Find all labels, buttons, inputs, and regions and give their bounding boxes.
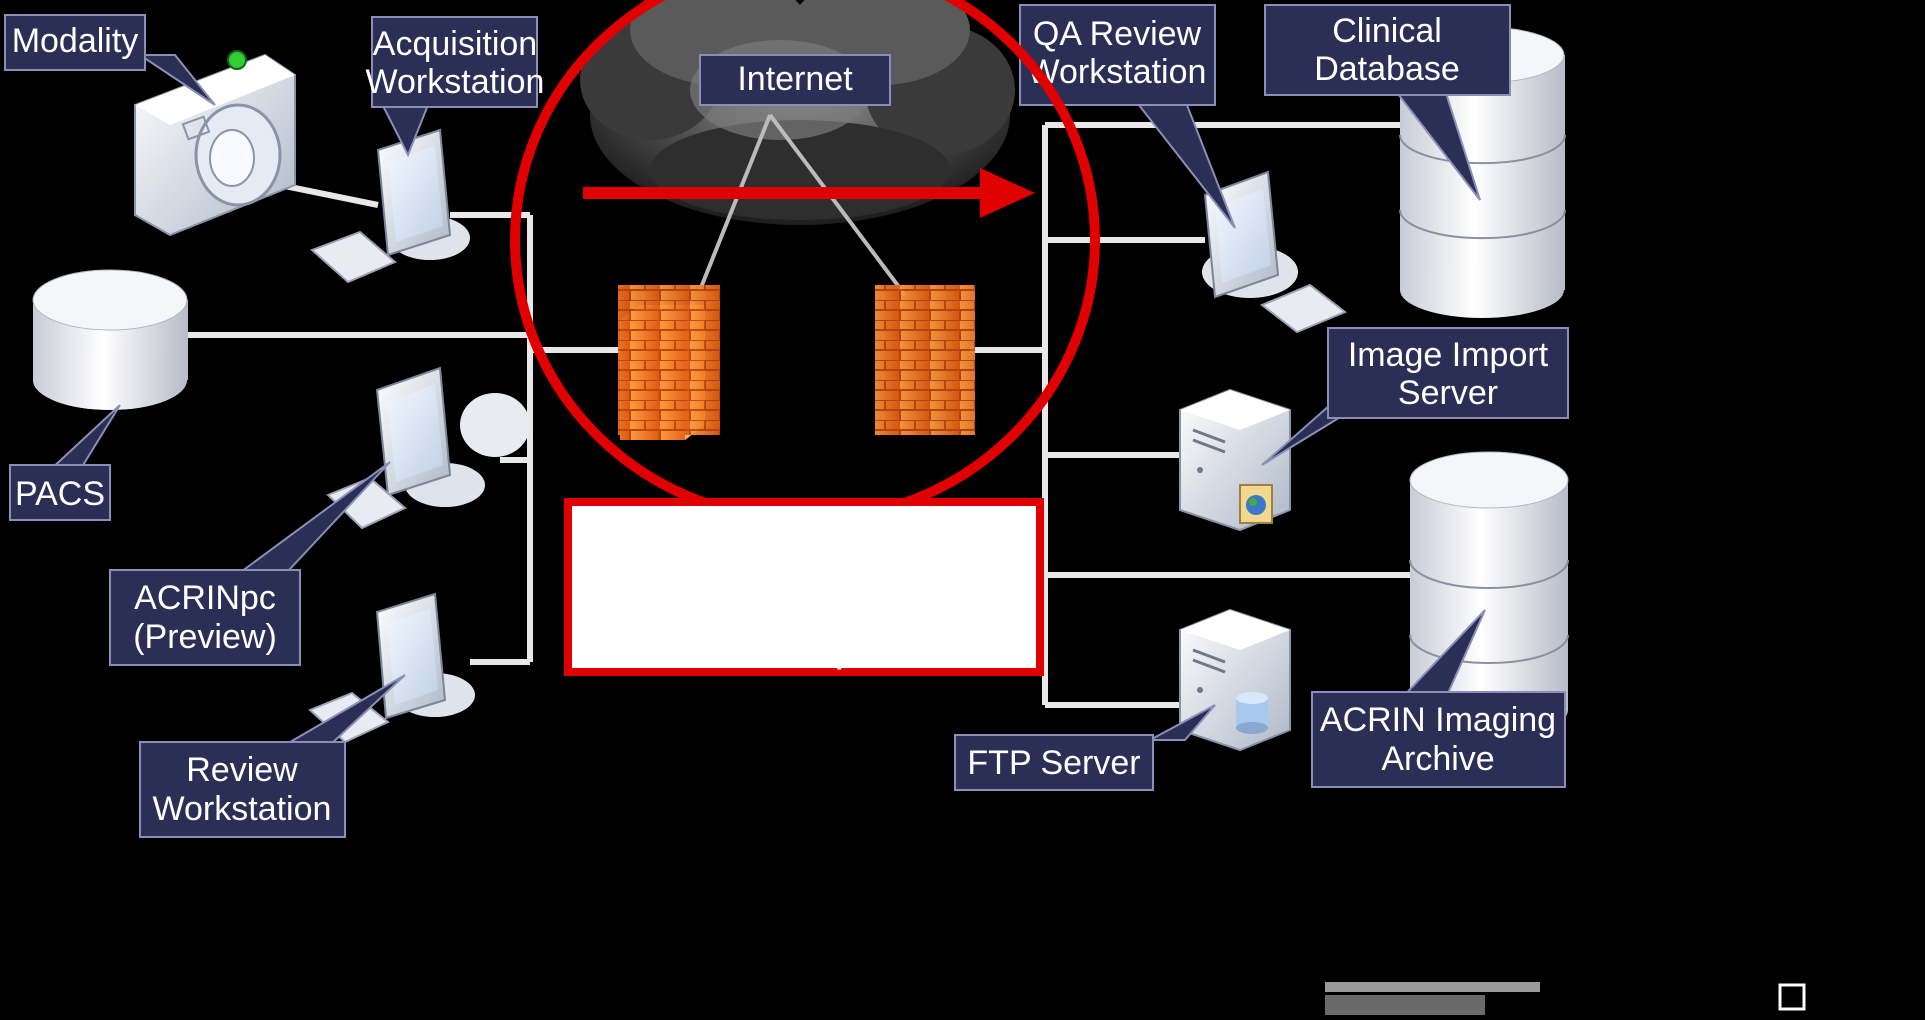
ftp-server-icon: [1179, 608, 1291, 752]
label-modality: Modality: [12, 22, 139, 60]
note-line3: secure FTP protocol: [590, 619, 994, 670]
note-line1: Images transmitted to: [590, 516, 1023, 567]
note-box: Images transmitted to Philly using modif…: [564, 498, 1044, 676]
callout-ftp: FTP Server: [954, 704, 1216, 791]
callout-archive: ACRIN Imaging Archive: [1311, 609, 1566, 788]
label-qa-line2: Workstation: [1028, 53, 1207, 91]
label-import-line1: Image Import: [1348, 336, 1549, 374]
label-pacs: PACS: [15, 475, 105, 513]
label-review-line2: Workstation: [153, 790, 332, 828]
label-acrinpc-line2: (Preview): [133, 618, 277, 656]
callout-acrinpc: ACRINpc (Preview): [109, 461, 391, 666]
callout-internet: Internet: [699, 54, 891, 106]
label-archive-line1: ACRIN Imaging: [1320, 701, 1556, 739]
acrinpc-workstation-icon: [326, 366, 530, 530]
label-internet: Internet: [737, 60, 853, 98]
label-clinical-line2: Database: [1314, 50, 1460, 88]
pacs-database-icon: [32, 269, 188, 410]
internet-cloud: [580, 0, 1015, 297]
label-clinical-line1: Clinical: [1332, 12, 1442, 50]
footer-logo-icon: [1325, 982, 1806, 1015]
callout-import: Image Import Server: [1261, 327, 1569, 466]
callout-acquisition: Acquisition Workstation: [366, 16, 545, 158]
callout-pacs: PACS: [9, 404, 121, 521]
label-review-line1: Review: [186, 751, 298, 789]
label-import-line2: Server: [1398, 374, 1498, 412]
label-archive-line2: Archive: [1381, 740, 1494, 778]
acquisition-workstation-icon: [310, 128, 470, 284]
label-acquisition-line1: Acquisition: [373, 25, 537, 63]
callout-qa: QA Review Workstation: [1019, 4, 1236, 229]
label-qa-line1: QA Review: [1033, 15, 1202, 53]
camera-icon: [134, 50, 296, 237]
label-acrinpc-line1: ACRINpc: [134, 579, 276, 617]
callout-modality: Modality: [4, 14, 216, 106]
label-ftp: FTP Server: [967, 744, 1140, 782]
callout-clinical: Clinical Database: [1264, 4, 1511, 201]
network-wires: [185, 122, 1440, 708]
firewall-left: [618, 285, 720, 440]
note-line2: Philly using modified,: [590, 567, 1013, 618]
transmission-arrow: [583, 168, 1035, 218]
firewall-right: [875, 285, 975, 435]
label-acquisition-line2: Workstation: [366, 63, 545, 101]
callout-review: Review Workstation: [139, 674, 406, 838]
image-import-server-icon: [1179, 388, 1291, 532]
